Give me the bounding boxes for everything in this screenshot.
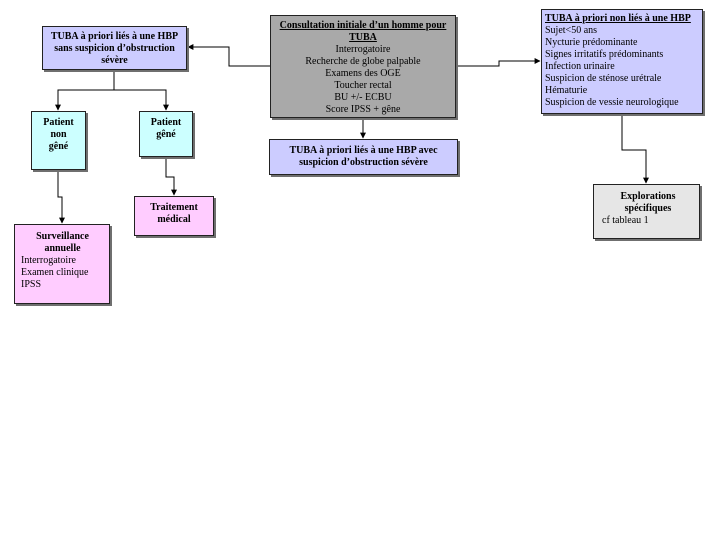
patient-non-gene-line: Patient (43, 117, 74, 128)
consultation-line: Examens des OGE (325, 68, 401, 79)
traitement-medical-box: Traitement médical (134, 196, 214, 236)
consultation-title: Consultation initiale d’un homme pour TU… (279, 20, 447, 43)
arrow-consultation-to-non-hbp (456, 58, 541, 67)
patient-non-gene-line: gêné (48, 141, 69, 152)
hbp-sans-obstruction-text: TUBA à priori liés à une HBP sans suspic… (50, 31, 179, 66)
non-hbp-line: Nycturie prédominante (545, 37, 638, 48)
surveillance-line: IPSS (21, 279, 42, 290)
arrow-consultation-to-hbp-sans (187, 44, 270, 67)
consultation-line: Score IPSS + gêne (325, 104, 401, 115)
patient-gene-line: gêné (156, 129, 176, 140)
patient-gene-line: Patient (150, 117, 182, 128)
non-hbp-title: TUBA à priori non liés à une HBP (545, 13, 691, 24)
consultation-box: Consultation initiale d’un homme pour TU… (270, 15, 456, 118)
arrow-patient-gene-to-traitement (165, 157, 177, 196)
consultation-line: Toucher rectal (334, 80, 392, 91)
patient-non-gene-box: Patient non gêné (31, 111, 86, 170)
consultation-line: BU +/- ECBU (334, 92, 392, 103)
surveillance-box: Surveillance annuelle Interrogatoire Exa… (14, 224, 110, 304)
consultation-line: Interrogatoire (335, 44, 391, 55)
non-hbp-line: Infection urinaire (545, 61, 615, 72)
patient-gene-box: Patient gêné (139, 111, 193, 157)
explorations-box: Explorations spécifiques cf tableau 1 (593, 184, 700, 239)
surveillance-line: Examen clinique (21, 267, 89, 278)
arrow-hbp-sans-to-patient-non-gene (55, 70, 115, 111)
surveillance-line: Interrogatoire (21, 255, 76, 266)
non-hbp-line: Suspicion de vessie neurologique (545, 97, 679, 108)
consultation-line: Recherche de globe palpable (305, 56, 421, 67)
hbp-avec-obstruction-text: TUBA à priori liés à une HBP avec suspic… (289, 145, 438, 168)
surveillance-title: Surveillance annuelle (36, 231, 89, 254)
traitement-medical-text: Traitement médical (150, 202, 198, 225)
patient-non-gene-line: non (50, 129, 67, 140)
arrow-hbp-sans-to-patient-gene (114, 89, 169, 111)
non-hbp-line: Hématurie (545, 85, 588, 96)
non-hbp-line: Suspicion de sténose urétrale (545, 73, 662, 84)
non-hbp-line: Signes irritatifs prédominants (545, 49, 664, 60)
explorations-note: cf tableau 1 (602, 215, 649, 226)
hbp-sans-obstruction-box: TUBA à priori liés à une HBP sans suspic… (42, 26, 187, 70)
non-hbp-box: TUBA à priori non liés à une HBP Sujet<5… (541, 9, 703, 114)
arrow-non-hbp-to-explorations (621, 114, 649, 184)
explorations-title: Explorations spécifiques (620, 191, 676, 214)
non-hbp-line: Sujet<50 ans (545, 25, 598, 36)
hbp-avec-obstruction-box: TUBA à priori liés à une HBP avec suspic… (269, 139, 458, 175)
arrow-patient-non-gene-to-surveillance (57, 170, 65, 224)
